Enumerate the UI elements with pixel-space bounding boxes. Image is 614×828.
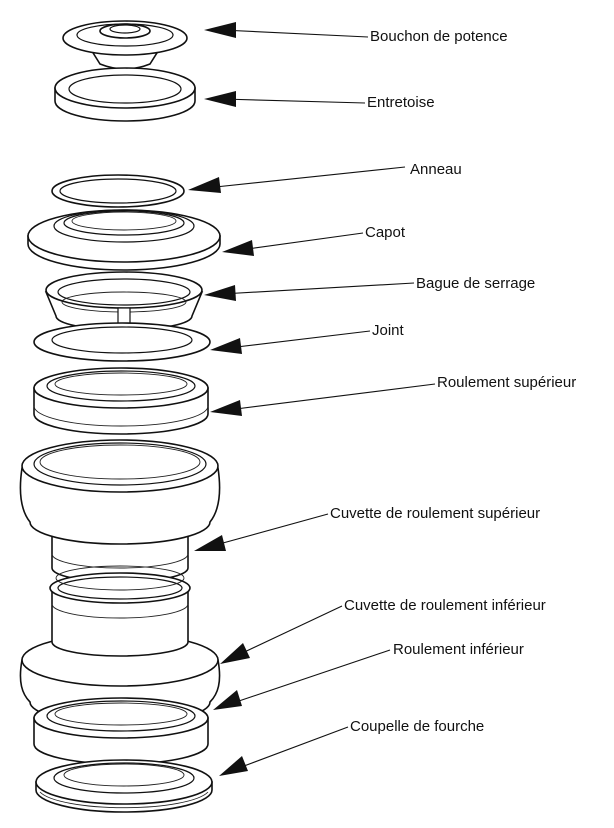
- label-ring: Anneau: [410, 161, 462, 178]
- label-compression-ring: Bague de serrage: [416, 275, 535, 292]
- cover-part: [27, 209, 221, 271]
- leader-lower-bearing: [213, 649, 391, 710]
- compression-ring-part: [44, 271, 204, 331]
- leader-cover: [222, 232, 364, 256]
- leader-upper-bearing: [210, 383, 436, 416]
- label-lower-cup: Cuvette de roulement inférieur: [344, 597, 546, 614]
- upper-cup-part: [19, 439, 221, 583]
- stem-cap-part: [62, 20, 188, 70]
- label-cover: Capot: [365, 224, 406, 241]
- leader-seal: [210, 330, 371, 354]
- leader-stem-cap: [204, 22, 369, 38]
- spacer-part: [54, 67, 196, 122]
- label-lower-bearing: Roulement inférieur: [393, 641, 524, 658]
- label-crown-race: Coupelle de fourche: [350, 718, 484, 735]
- label-seal: Joint: [372, 322, 405, 339]
- upper-bearing-part: [33, 367, 209, 435]
- label-spacer: Entretoise: [367, 94, 435, 111]
- leader-spacer: [204, 91, 366, 107]
- crown-race-part: [35, 759, 213, 813]
- ring-part: [51, 174, 185, 208]
- leader-crown-race: [219, 726, 349, 776]
- leader-lower-cup: [220, 605, 343, 664]
- leader-upper-cup: [194, 513, 329, 551]
- leader-compression-ring: [204, 282, 415, 301]
- label-upper-cup: Cuvette de roulement supérieur: [330, 505, 540, 522]
- label-stem-cap: Bouchon de potence: [370, 28, 508, 45]
- label-upper-bearing: Roulement supérieur: [437, 374, 576, 391]
- lower-bearing-part: [33, 697, 209, 765]
- seal-part: [33, 322, 211, 362]
- leader-ring: [188, 166, 406, 193]
